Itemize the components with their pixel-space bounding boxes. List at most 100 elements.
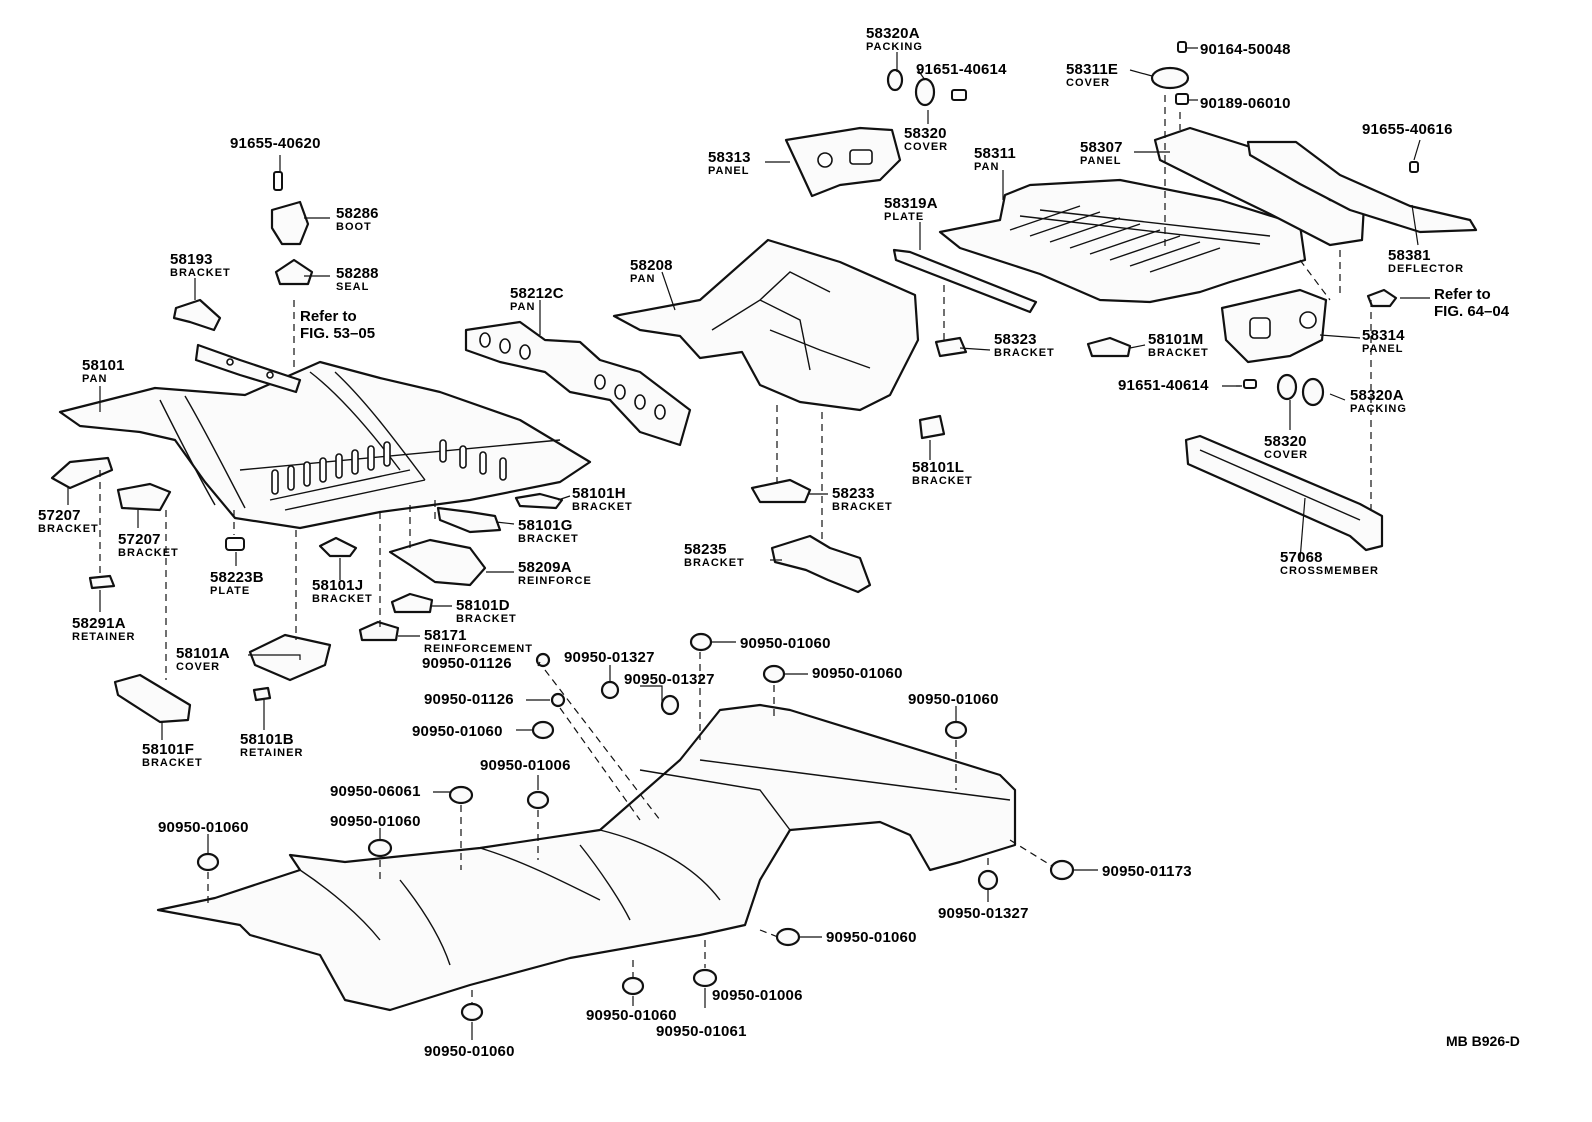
callout-number: 58171 [424,627,467,644]
front-floor-pan-drawing [58,343,592,530]
callout-number: 58101G [518,517,573,534]
center-pans-drawing [464,238,920,447]
plug-label: 90950-01327 [624,671,715,688]
callout-number: 58101H [572,485,626,502]
callout-number: 57207 [118,531,161,548]
callout-58286-boot: 58286 BOOT [336,206,379,233]
callout-name: PAN [82,373,108,385]
callout-number: 58233 [832,485,875,502]
callout-58314-panel: 58314 PANEL [1362,328,1405,355]
callout-name: BRACKET [684,557,745,569]
callout-57207-bracket-left: 57207 BRACKET [38,508,99,535]
plug-label: 90950-01060 [740,635,831,652]
callout-57207-bracket-right: 57207 BRACKET [118,532,179,559]
callout-58313-panel: 58313 PANEL [708,150,751,177]
callout-58171-reinforcement: 58171 REINFORCEMENT [424,628,533,655]
callout-number: 58323 [994,331,1037,348]
callout-name: BRACKET [572,501,633,513]
callout-number: 58286 [336,205,379,222]
callout-number: 58208 [630,257,673,274]
callout-name: BRACKET [994,347,1055,359]
callout-number: 58101 [82,357,125,374]
callout-number: 58307 [1080,139,1123,156]
callout-name: PLATE [210,585,251,597]
plug-drawings [196,632,1075,1022]
callout-58101b-retainer: 58101B RETAINER [240,732,303,759]
callout-number: 58101L [912,459,965,476]
refer-fig-64-04: Refer to FIG. 64–04 [1434,286,1509,321]
callout-number: 58320 [1264,433,1307,450]
callout-name: PANEL [708,165,750,177]
refer-line-1: Refer to [300,308,357,325]
callout-name: PACKING [866,41,923,53]
callout-name: RETAINER [72,631,136,643]
refer-fig-53-05: Refer to FIG. 53–05 [300,308,375,343]
callout-number: 90164-50048 [1200,41,1291,58]
front-brackets-drawing [50,298,564,724]
plug-label: 90950-01060 [812,665,903,682]
callout-number: 58101F [142,741,195,758]
callout-name: REINFORCEMENT [424,643,533,655]
callout-name: PAN [630,273,656,285]
callout-number: 58320 [904,125,947,142]
callout-number: 58209A [518,559,572,576]
callout-number: 58320A [866,25,920,42]
refer-line-2: FIG. 64–04 [1434,303,1510,321]
callout-58307-panel: 58307 PANEL [1080,140,1123,167]
callout-58101h-bracket: 58101H BRACKET [572,486,633,513]
callout-number: 58235 [684,541,727,558]
callout-90164-50048: 90164-50048 [1200,42,1291,57]
callout-name: BRACKET [142,757,203,769]
callout-name: BRACKET [118,547,179,559]
callout-58320-cover-right: 58320 COVER [1264,434,1308,461]
callout-58311e-cover: 58311E COVER [1066,62,1118,89]
callout-name: PANEL [1080,155,1122,167]
callout-58101a-cover: 58101A COVER [176,646,230,673]
callout-name: BRACKET [518,533,579,545]
diagram-code: MB B926-D [1446,1033,1520,1049]
callout-58311-pan: 58311 PAN [974,146,1016,173]
callout-number: 58381 [1388,247,1431,264]
callout-number: 91651-40614 [916,61,1007,78]
callout-91655-40620: 91655-40620 [230,136,321,151]
callout-number: 91651-40614 [1118,377,1209,394]
callout-name: COVER [1264,449,1309,461]
alignment-lines [99,95,1372,1004]
callout-name: CROSSMEMBER [1280,565,1380,577]
callout-number: 58320A [1350,387,1404,404]
callout-name: PAN [974,161,1000,173]
callout-58101f-bracket: 58101F BRACKET [142,742,203,769]
callout-name: PAN [510,301,536,313]
callout-58235-bracket: 58235 BRACKET [684,542,745,569]
plug-label: 90950-01327 [564,649,655,666]
plug-label: 90950-01006 [712,987,803,1004]
callout-58319a-plate: 58319A PLATE [884,196,938,223]
callout-name: SEAL [336,281,370,293]
callout-58381-deflector: 58381 DEFLECTOR [1388,248,1464,275]
refer-line-1: Refer to [1434,286,1491,303]
callout-name: BOOT [336,221,372,233]
callout-number: 58311 [974,145,1016,162]
callout-name: BRACKET [38,523,99,535]
refer-line-2: FIG. 53–05 [300,325,376,343]
callout-number: 57068 [1280,549,1323,566]
callout-58101j-bracket: 58101J BRACKET [312,578,373,605]
plug-label: 90950-01060 [412,723,503,740]
callout-number: 57207 [38,507,81,524]
callout-number: 58319A [884,195,938,212]
callout-number: 58101D [456,597,510,614]
callout-name: BRACKET [312,593,373,605]
callout-name: COVER [176,661,221,673]
callout-58223b-plate: 58223B PLATE [210,570,264,597]
callout-number: 58212C [510,285,564,302]
plug-label: 90950-01060 [826,929,917,946]
callout-58101g-bracket: 58101G BRACKET [518,518,579,545]
callout-name: BRACKET [170,267,231,279]
plug-label: 90950-01126 [422,655,512,672]
plug-label: 90950-01327 [938,905,1029,922]
callout-58320a-packing-right: 58320A PACKING [1350,388,1407,415]
callout-name: RETAINER [240,747,304,759]
callout-number: 58193 [170,251,213,268]
boot-seal-drawing [270,171,314,286]
